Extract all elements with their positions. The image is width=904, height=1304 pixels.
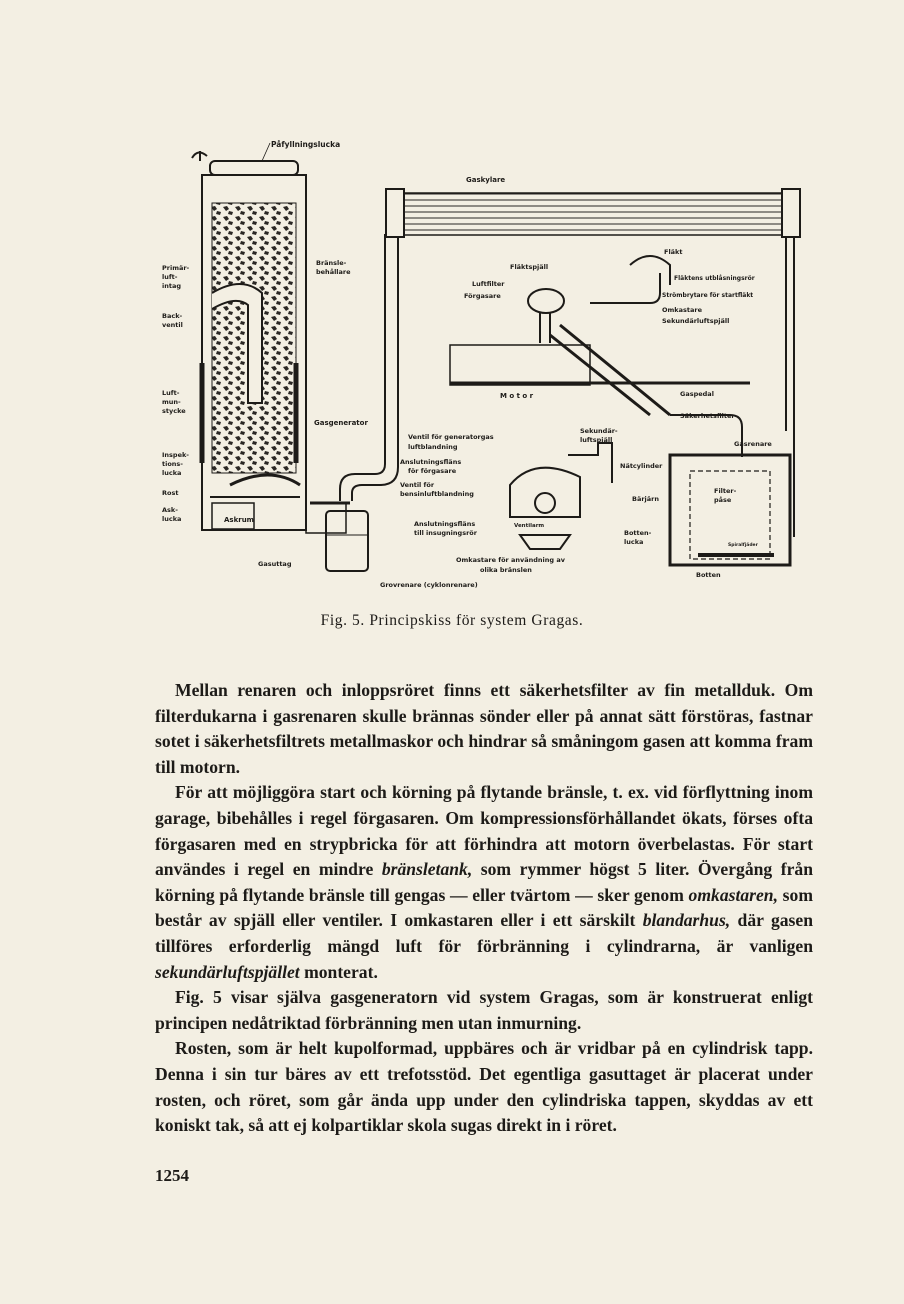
svg-text:Ask-: Ask- <box>162 506 178 514</box>
label-flaktens-utblasningsror: Fläktens utblåsningsrör <box>674 275 755 282</box>
svg-text:Bränsle-: Bränsle- <box>316 259 347 267</box>
svg-text:Back-: Back- <box>162 312 183 320</box>
body-text: Mellan renaren och inloppsröret finns et… <box>155 678 813 1139</box>
svg-text:mun-: mun- <box>162 398 181 406</box>
label-filterpase: Filter- påse <box>714 487 737 504</box>
svg-text:bensinluftblandning: bensinluftblandning <box>400 490 474 498</box>
paragraph-2: För att möjliggöra start och körning på … <box>155 782 813 982</box>
svg-text:Anslutningsfläns: Anslutningsfläns <box>414 520 475 528</box>
svg-text:luftblandning: luftblandning <box>408 443 458 451</box>
gas-cleaner-drawing <box>668 453 792 567</box>
label-primar-luft-intag: Primär- luft- intag <box>162 264 190 290</box>
figure-caption: Fig. 5. Principskiss för system Gragas. <box>320 612 584 629</box>
label-grovrenare: Grovrenare (cyklonrenare) <box>380 581 478 589</box>
label-bransle-behallare: Bränsle- behållare <box>316 259 351 276</box>
label-gaskylare: Gaskylare <box>466 176 505 184</box>
label-anslutningsflans-insug: Anslutningsfläns till insugningsrör <box>414 520 478 537</box>
svg-text:för förgasare: för förgasare <box>408 467 457 475</box>
schematic-figure: Påfyllningslucka Gaskylare Primär- luft-… <box>150 125 810 615</box>
svg-text:Ventil för: Ventil för <box>400 481 435 489</box>
label-pafyllningslucka: Påfyllningslucka <box>271 140 340 149</box>
label-flaktspjall: Fläktspjäll <box>510 263 548 271</box>
svg-text:Botten-: Botten- <box>624 529 652 537</box>
paragraph-3: Fig. 5 visar själva gasgeneratorn vid sy… <box>155 987 813 1033</box>
gas-generator-drawing <box>191 151 369 572</box>
label-inspektions-lucka: Inspek- tions- lucka <box>162 451 189 477</box>
gas-cooler-drawing <box>385 188 801 537</box>
svg-text:stycke: stycke <box>162 407 186 415</box>
gas-pipe-drawing <box>339 234 399 501</box>
label-rost: Rost <box>162 489 178 497</box>
svg-text:Filter-: Filter- <box>714 487 737 495</box>
svg-text:tions-: tions- <box>162 460 183 468</box>
svg-text:Ventil för generatorgas: Ventil för generatorgas <box>408 433 494 441</box>
label-anslutningsflans-forgasare: Anslutningsfläns för förgasare <box>400 458 461 475</box>
label-ventilarm: Ventilarm <box>514 523 544 529</box>
label-gasgenerator: Gasgenerator <box>314 419 368 427</box>
label-luftfilter-forgasare: Luftfilter Förgasare <box>464 280 505 300</box>
label-omkastare: Omkastare <box>662 306 703 314</box>
label-sakerhetsfilter: Säkerhetsfilter <box>680 412 735 420</box>
label-flakt: Fläkt <box>664 248 682 256</box>
svg-text:till insugningsrör: till insugningsrör <box>414 529 478 537</box>
page-number: 1254 <box>155 1166 189 1185</box>
svg-text:luft-: luft- <box>162 273 178 281</box>
label-motor: M o t o r <box>500 392 534 400</box>
paragraph-4: Rosten, som är helt kupolformad, uppbäre… <box>155 1038 813 1136</box>
label-sekundarluftspjall: Sekundärluftspjäll <box>662 317 729 325</box>
mixer-valve-drawing <box>509 442 613 550</box>
gragas-schematic-diagram: Påfyllningslucka Gaskylare Primär- luft-… <box>162 140 801 589</box>
svg-text:Primär-: Primär- <box>162 264 190 272</box>
svg-text:påse: påse <box>714 495 732 504</box>
label-ventil-generatorgas: Ventil för generatorgas luftblandning <box>408 433 494 451</box>
label-luft-munstycke: Luft- mun- stycke <box>162 389 186 415</box>
svg-text:behållare: behållare <box>316 267 351 276</box>
label-sekundar-luftspjall: Sekundär- luftspjäll <box>580 427 618 444</box>
label-barjarn: Bärjärn <box>632 495 659 503</box>
svg-text:lucka: lucka <box>624 538 643 546</box>
svg-text:Luftfilter: Luftfilter <box>472 280 505 288</box>
label-back-ventil: Back- ventil <box>162 312 183 329</box>
svg-text:Förgasare: Förgasare <box>464 292 501 300</box>
label-askrum: Askrum <box>224 516 254 524</box>
svg-text:Omkastare för användning av: Omkastare för användning av <box>456 556 566 564</box>
label-gaspedal: Gaspedal <box>680 390 714 398</box>
label-strombrytare: Strömbrytare för startfläkt <box>662 292 753 299</box>
svg-text:luftspjäll: luftspjäll <box>580 436 612 444</box>
label-spiralfjader: Spiralfjäder <box>728 542 759 548</box>
label-gasrenare: Gasrenare <box>734 440 772 448</box>
svg-text:ventil: ventil <box>162 321 183 329</box>
svg-text:Luft-: Luft- <box>162 389 180 397</box>
label-botten: Botten <box>696 571 721 579</box>
label-natcylinder: Nätcylinder <box>620 462 663 470</box>
svg-text:lucka: lucka <box>162 515 181 523</box>
paragraph-1: Mellan renaren och inloppsröret finns et… <box>155 680 813 777</box>
motor-blower-drawing <box>449 255 750 457</box>
label-bottenlucka: Botten- lucka <box>624 529 652 546</box>
svg-text:lucka: lucka <box>162 469 181 477</box>
label-gasuttag: Gasuttag <box>258 560 292 568</box>
svg-text:Inspek-: Inspek- <box>162 451 189 459</box>
svg-text:intag: intag <box>162 282 181 290</box>
label-ventil-bensin: Ventil för bensinluftblandning <box>400 481 474 498</box>
svg-text:Sekundär-: Sekundär- <box>580 427 618 435</box>
svg-text:olika bränslen: olika bränslen <box>480 566 532 574</box>
svg-text:Anslutningsfläns: Anslutningsfläns <box>400 458 461 466</box>
label-ask-lucka: Ask- lucka <box>162 506 181 523</box>
label-omkastare-bransle: Omkastare för användning av olika bränsl… <box>456 556 566 574</box>
